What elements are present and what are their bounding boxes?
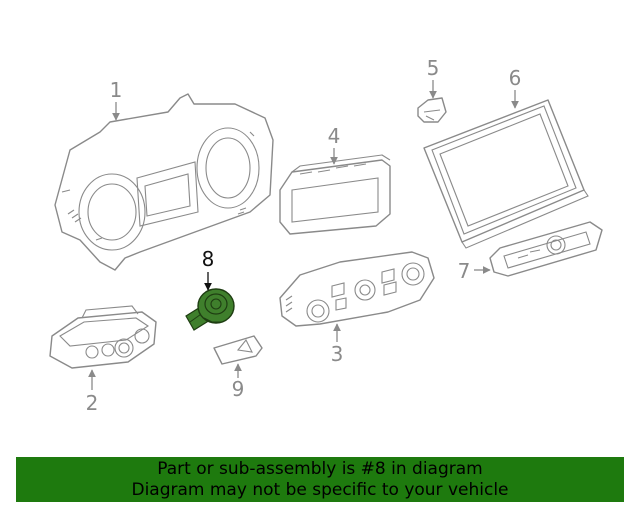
callout-3: 3: [331, 342, 344, 366]
callout-5: 5: [427, 56, 440, 80]
info-banner: Part or sub-assembly is #8 in diagram Di…: [16, 457, 624, 502]
banner-line-1: Part or sub-assembly is #8 in diagram: [157, 458, 483, 479]
switch-panel-part: [49, 305, 157, 369]
callout-7: 7: [458, 259, 471, 283]
control-bezel-part: [489, 221, 603, 277]
climate-control-part: [279, 251, 435, 327]
callout-1: 1: [110, 78, 123, 102]
hazard-switch-part: [213, 335, 263, 365]
ignition-switch-part-highlighted: [185, 288, 235, 331]
clip-part: [417, 97, 447, 123]
callout-4: 4: [328, 124, 341, 148]
instrument-cluster-part: [54, 93, 274, 271]
info-display-part: [279, 154, 391, 235]
callout-2: 2: [86, 391, 99, 415]
callout-8: 8: [202, 247, 215, 271]
banner-line-2: Diagram may not be specific to your vehi…: [131, 479, 509, 500]
callout-9: 9: [232, 377, 245, 401]
touchscreen-display-part: [423, 99, 589, 249]
callout-6: 6: [509, 66, 522, 90]
